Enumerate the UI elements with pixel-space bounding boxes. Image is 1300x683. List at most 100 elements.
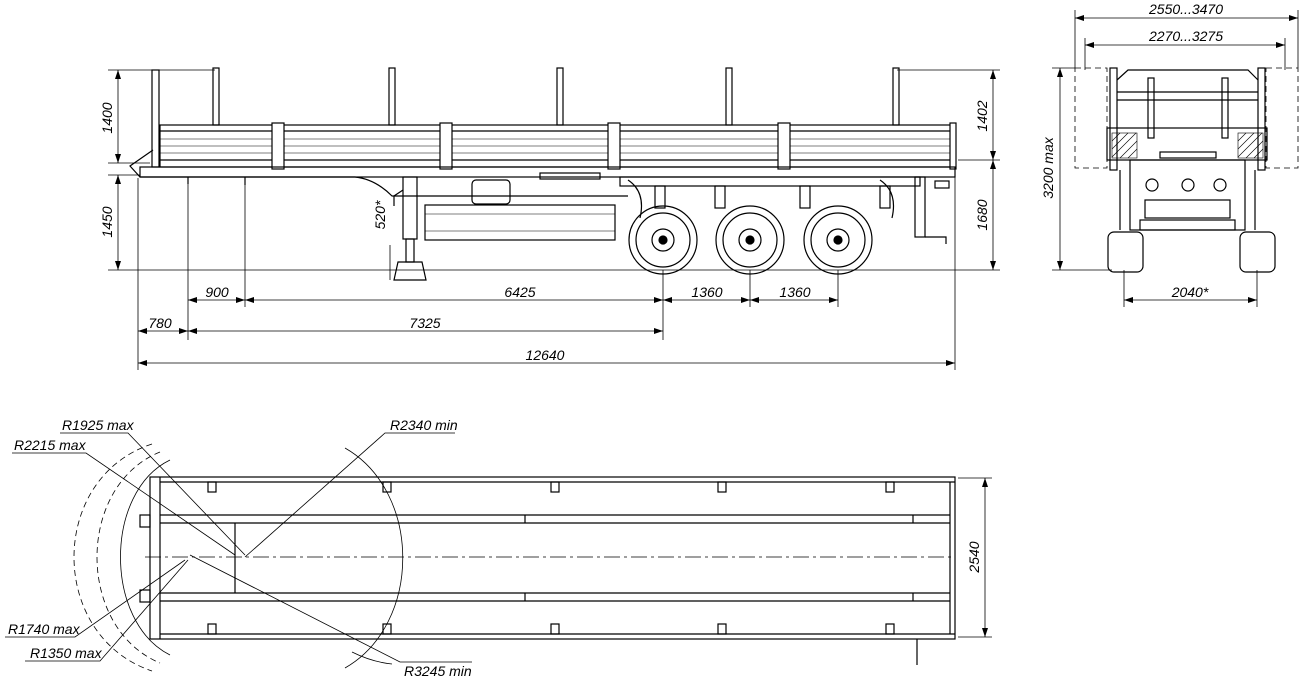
landing-gear-foot — [393, 261, 427, 281]
stake — [388, 67, 396, 126]
rear-dimension-labels: 2550...3470 2270...3275 3200 max 2040* — [1040, 1, 1223, 300]
landing-gear-inner-leg — [405, 238, 415, 263]
rear-plate — [1159, 151, 1217, 159]
radius-label-3: R2340 min — [390, 417, 458, 433]
tool-box — [424, 204, 616, 241]
radius-label-5: R1350 max — [30, 645, 103, 661]
dim-label-axle-spacing-2: 1360 — [779, 284, 810, 300]
rear-frame-top — [1116, 69, 1259, 81]
turning-arc-rear — [344, 447, 404, 669]
rear-post — [949, 122, 957, 170]
dim-label-width-extended: 2550...3470 — [1148, 1, 1223, 17]
stake — [212, 67, 220, 126]
side-view — [129, 67, 957, 281]
axle-housing — [1144, 199, 1231, 219]
rear-light — [934, 180, 950, 189]
leader-radius-1 — [60, 432, 246, 556]
stake — [556, 67, 564, 126]
front-post — [151, 69, 160, 168]
deck-outline — [149, 476, 956, 640]
board-divider — [439, 122, 453, 170]
stake-pocket — [717, 623, 727, 635]
radius-label-4: R1740 max — [8, 621, 81, 637]
dim-label-front-overhang: 780 — [148, 315, 172, 331]
dim-label-overall-length: 12640 — [526, 347, 565, 363]
dim-label-stake-height-rear: 1402 — [974, 100, 990, 131]
gooseneck — [140, 176, 628, 197]
wheel-right — [1239, 231, 1276, 273]
radius-label-2: R2215 max — [14, 437, 87, 453]
inner-post — [1221, 77, 1229, 139]
suspension-hanger — [799, 185, 811, 209]
leader-radius-4 — [5, 559, 186, 638]
stake-pocket — [885, 623, 895, 635]
dim-label-stake-height: 1400 — [99, 102, 115, 133]
dim-label-axle-spacing-1: 1360 — [691, 284, 722, 300]
leader-radius-5 — [25, 559, 189, 662]
dim-label-gear-to-axle: 6425 — [504, 284, 535, 300]
frame-plate — [539, 172, 601, 180]
corner-stake-left — [1109, 67, 1118, 171]
rear-bumper-post — [914, 176, 926, 238]
turning-arc-outer — [73, 443, 153, 672]
stake-pocket — [885, 481, 895, 493]
dim-label-width-stakes: 2270...3275 — [1148, 28, 1223, 44]
stake — [725, 67, 733, 126]
corner-stake-right — [1257, 67, 1266, 171]
rear-light — [1213, 178, 1227, 192]
rear-view — [1074, 67, 1299, 273]
stake-pocket — [550, 623, 560, 635]
radius-label-6: R3245 min — [404, 663, 472, 679]
suspension-beam — [619, 176, 921, 187]
dim-label-deck-height: 1450 — [99, 206, 115, 237]
side-board-section-left — [1111, 132, 1138, 159]
wheel — [715, 205, 785, 275]
dim-label-landing-gear: 520* — [372, 200, 388, 229]
stake-pocket — [550, 481, 560, 493]
front-hook — [139, 514, 151, 528]
landing-gear-leg — [402, 176, 418, 240]
board-divider — [271, 122, 285, 170]
radius-label-1: R1925 max — [62, 417, 135, 433]
front-hook — [139, 589, 151, 603]
main-frame — [139, 166, 956, 178]
top-view — [73, 443, 956, 672]
board-divider — [607, 122, 621, 170]
dim-label-deck-width: 2540 — [966, 541, 982, 573]
rear-light — [1181, 178, 1195, 192]
top-dimensions — [5, 432, 992, 663]
wheel-left — [1107, 231, 1144, 273]
side-dimension-labels: 1400 1450 520* 1402 1680 900 6425 1360 1… — [99, 100, 990, 363]
side-dimensions — [108, 69, 1000, 370]
suspension-hanger — [879, 185, 891, 209]
tank — [471, 179, 511, 205]
turning-arc-middle — [96, 451, 161, 664]
rear-bumper — [925, 236, 947, 244]
rear-bumper — [1139, 219, 1236, 231]
wheel — [628, 205, 698, 275]
board-divider — [777, 122, 791, 170]
inner-post — [1147, 77, 1155, 139]
extended-side-left — [1074, 67, 1108, 169]
landing-gear-crank — [393, 189, 404, 206]
side-board-section-right — [1237, 132, 1264, 159]
leader-radius-6 — [189, 554, 472, 663]
dim-label-overall-height: 3200 max — [1040, 136, 1056, 198]
stake-pocket — [207, 481, 217, 493]
leader-radius-3 — [244, 432, 455, 558]
stake — [892, 67, 900, 126]
suspension-hanger — [654, 185, 666, 209]
extended-side-right — [1265, 67, 1299, 169]
stake-pocket — [717, 481, 727, 493]
rear-dimensions — [1052, 10, 1299, 307]
turning-arc-rear-short — [351, 651, 393, 665]
front-brace — [129, 149, 154, 178]
wheel — [803, 205, 873, 275]
mudguard-rear — [879, 179, 895, 219]
dim-label-deck-height-rear: 1680 — [974, 199, 990, 230]
stake-pocket — [207, 623, 217, 635]
suspension-hanger — [714, 185, 726, 209]
turning-arc-front — [120, 459, 171, 656]
